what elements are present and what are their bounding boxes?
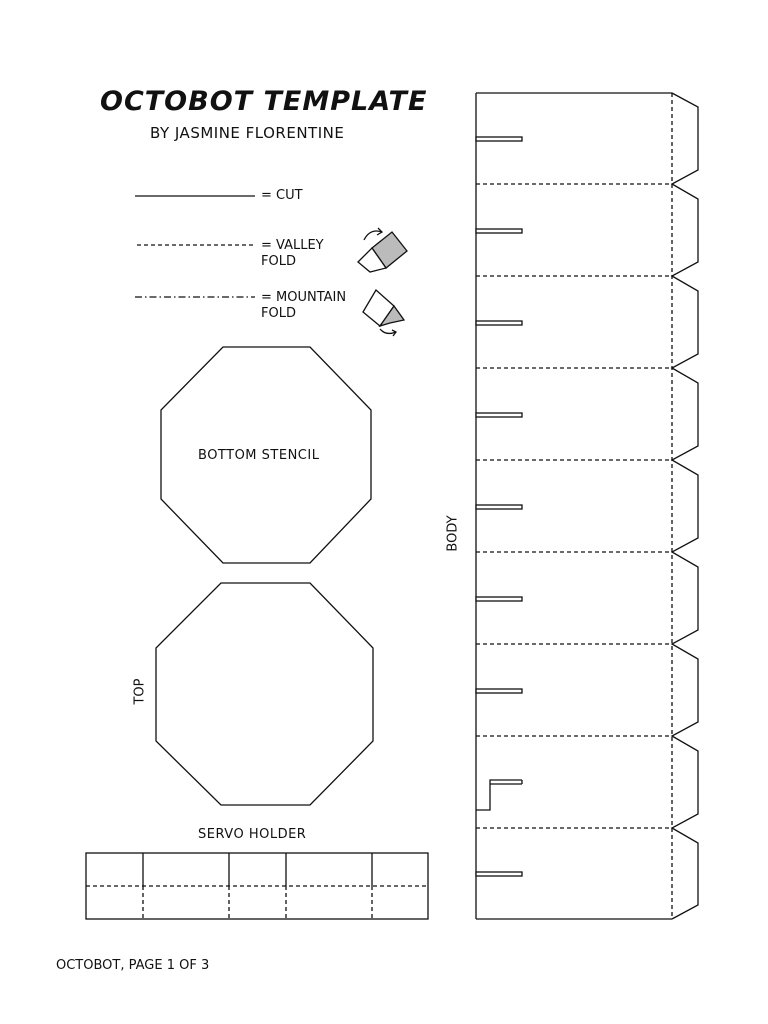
servo-holder <box>85 852 429 920</box>
bottom-stencil-octagon <box>160 346 372 564</box>
author-credit: BY JASMINE FLORENTINE <box>150 124 345 142</box>
top-label: TOP <box>132 678 148 705</box>
legend-mountain-label: = MOUNTAIN FOLD <box>261 290 347 321</box>
page-footer: OCTOBOT, PAGE 1 OF 3 <box>56 958 210 973</box>
mountain-fold-icon <box>362 288 406 337</box>
valley-fold-icon <box>357 227 408 273</box>
servo-holder-label: SERVO HOLDER <box>198 827 307 842</box>
body-strip <box>475 92 699 920</box>
top-octagon <box>155 582 374 806</box>
legend-cut-label: = CUT <box>261 188 303 203</box>
legend-valley-label: = VALLEY FOLD <box>261 238 324 269</box>
bottom-stencil-label: BOTTOM STENCIL <box>198 448 320 463</box>
page-title: OCTOBOT TEMPLATE <box>100 86 428 117</box>
body-label: BODY <box>445 515 461 552</box>
